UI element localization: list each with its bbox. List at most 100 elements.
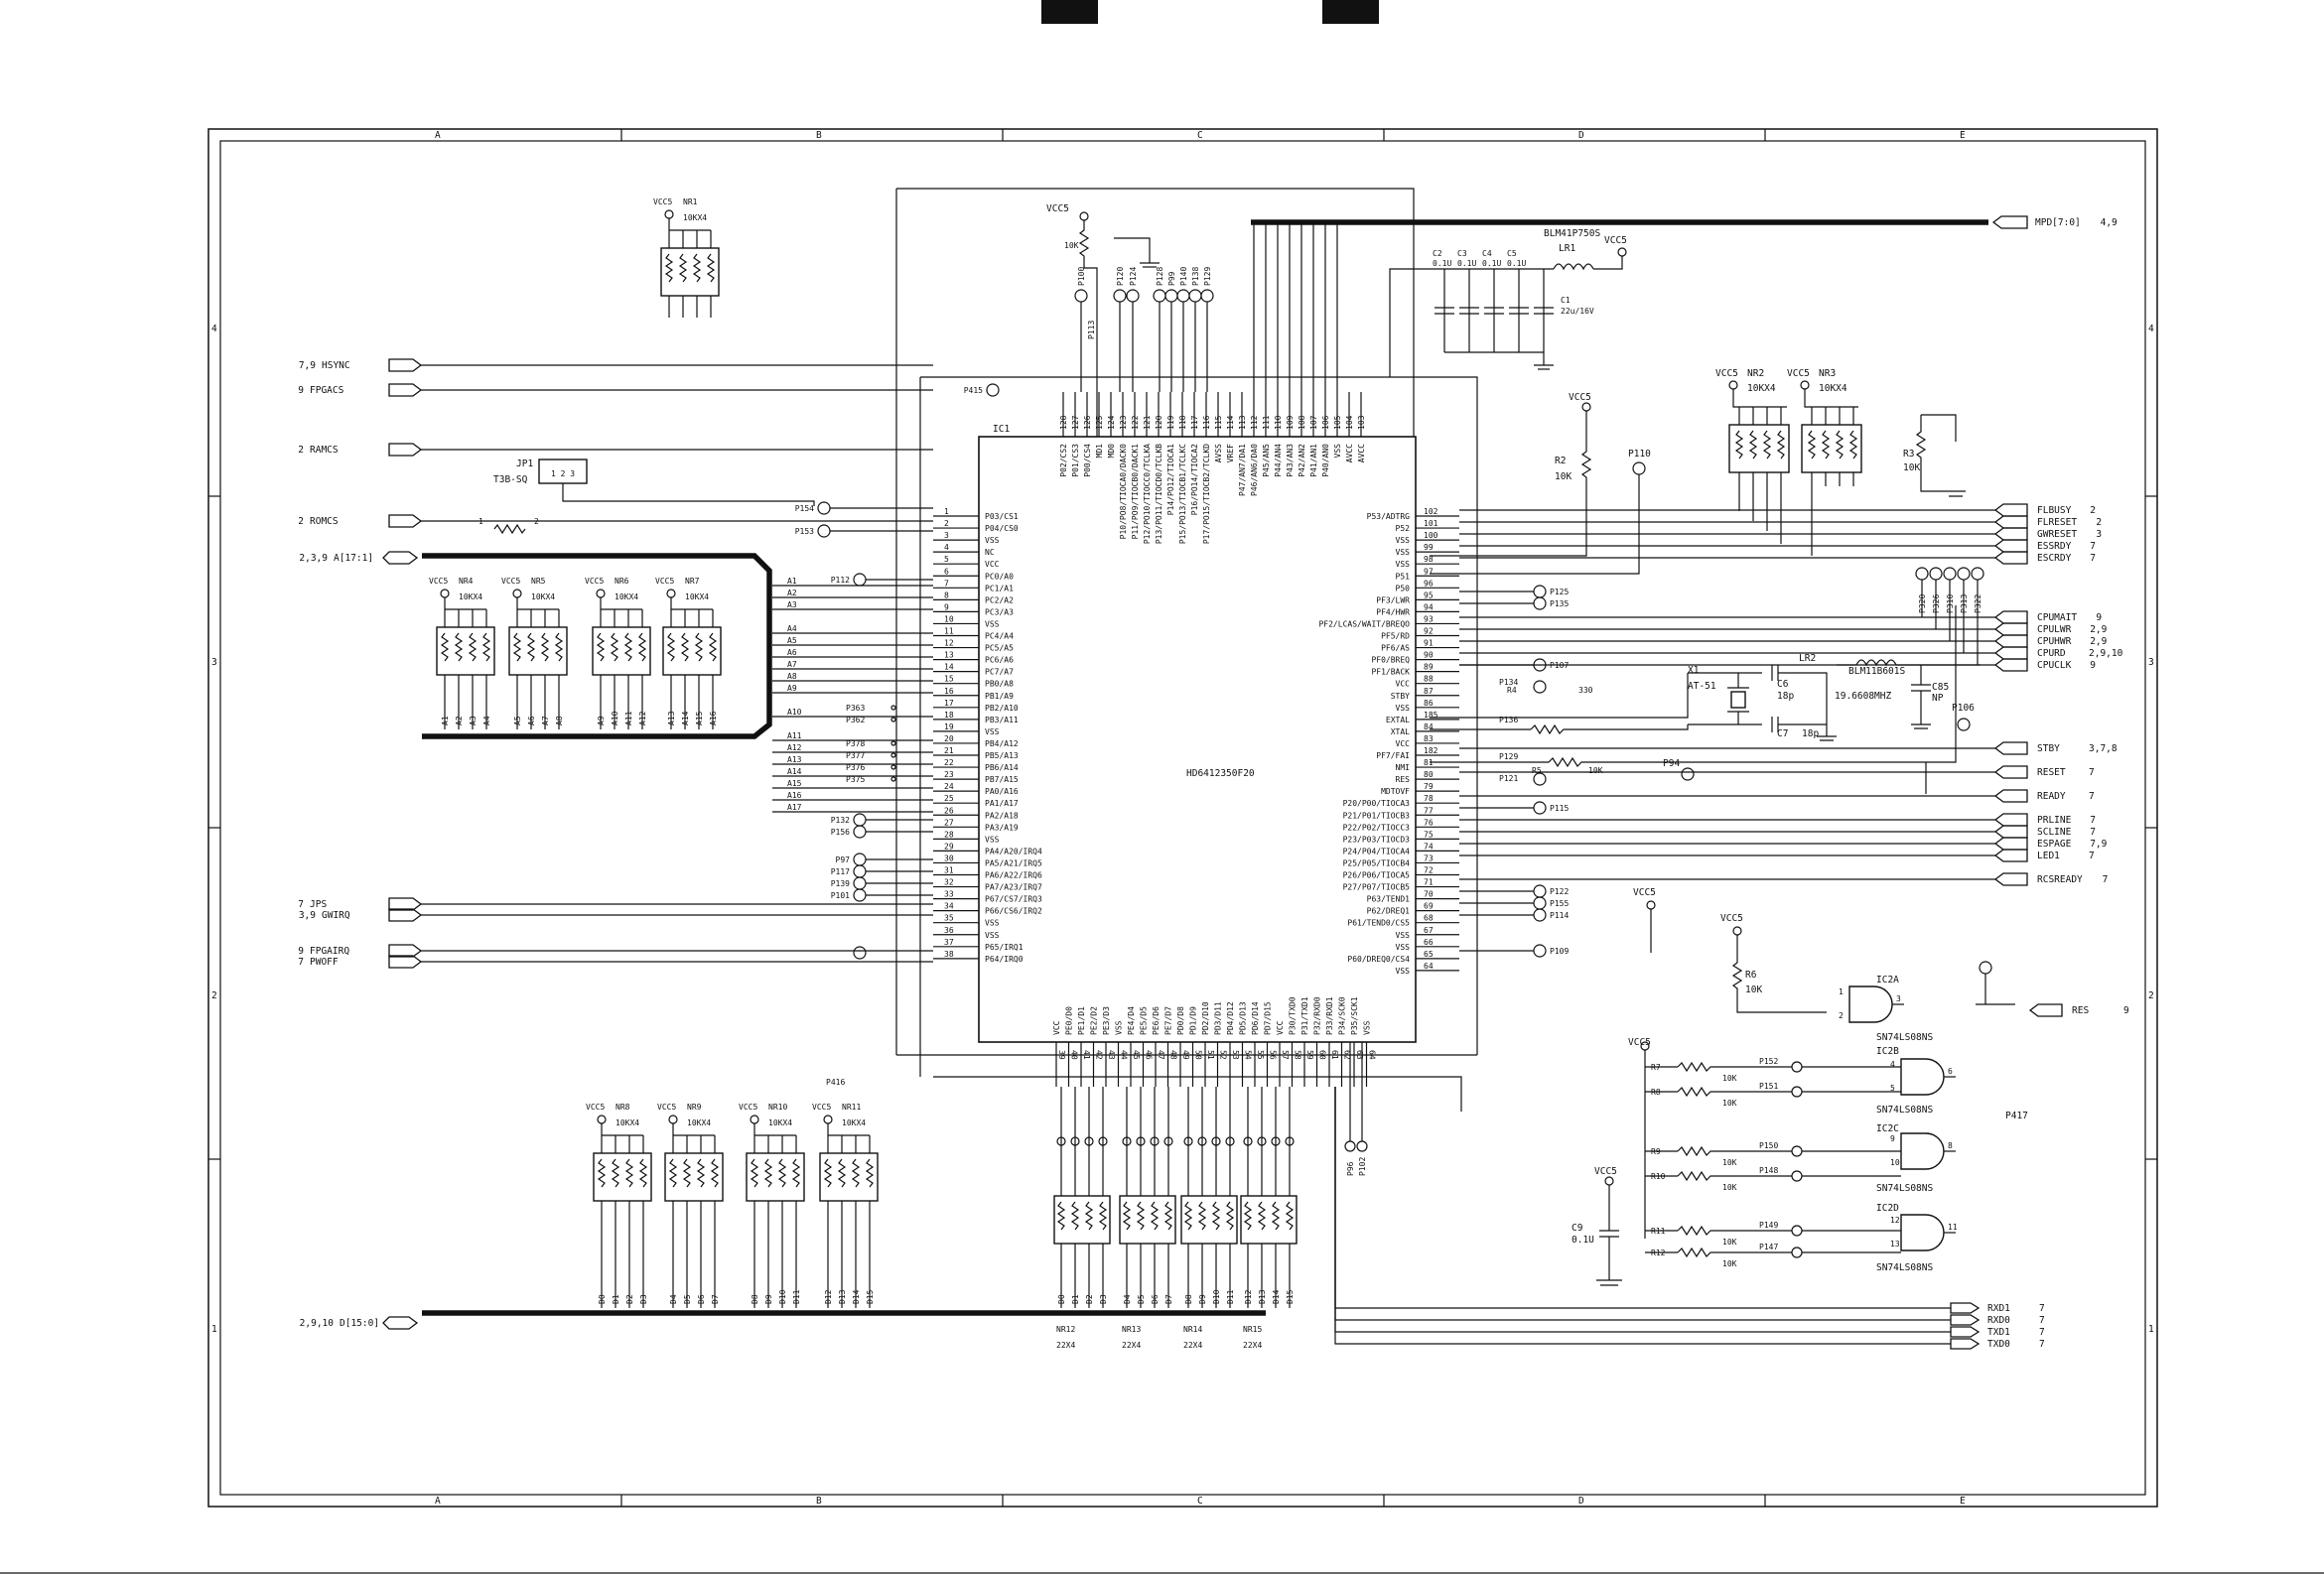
ic1-pin-80-number: 80 bbox=[1424, 770, 1434, 779]
c6-ref: C6 bbox=[1777, 679, 1789, 690]
port-txd1 bbox=[1950, 1326, 1981, 1338]
r10-value: 10K bbox=[1722, 1183, 1737, 1192]
ic1-pin-84-number: 84 bbox=[1424, 723, 1434, 731]
port-name-cpuclk: CPUCLK bbox=[2037, 660, 2072, 671]
ic1-pin-121-function: P12/PO10/TIOCC0/TCLKA bbox=[1143, 444, 1152, 544]
ic1-pin-70-number: 70 bbox=[1424, 890, 1434, 899]
nr15-testpoint-3 bbox=[1271, 1136, 1281, 1146]
tp-p378-label: P378 bbox=[846, 739, 865, 748]
nr11-vcc-label: VCC5 bbox=[812, 1103, 831, 1112]
ic1-pin-75-number: 75 bbox=[1424, 830, 1434, 839]
nr14-element-1 bbox=[1183, 1201, 1193, 1231]
ic1-pin-10-number: 10 bbox=[944, 614, 954, 623]
nr4-element-2 bbox=[454, 632, 464, 662]
nr5-element-4 bbox=[554, 632, 564, 662]
ic1-pin-18-function: PB3/A11 bbox=[985, 716, 1019, 724]
ic1-pin-5-number: 5 bbox=[944, 555, 949, 564]
ic1-pin-22-number: 22 bbox=[944, 758, 954, 767]
tp-p362-label: P362 bbox=[846, 716, 865, 724]
nr11-element-1 bbox=[823, 1158, 833, 1188]
nr4-vcc-node bbox=[440, 589, 450, 598]
ic1-pin-19-number: 19 bbox=[944, 723, 954, 731]
ic1-pin-185-function: EXTAL bbox=[1386, 716, 1410, 724]
nr6-element-3 bbox=[623, 632, 633, 662]
port-pages-cpulwr: 2,9 bbox=[2090, 624, 2107, 635]
ic1-pin-120-number: 120 bbox=[1155, 415, 1163, 430]
tp-p100-top bbox=[1074, 289, 1088, 303]
nr10-element-3 bbox=[777, 1158, 787, 1188]
ic1-pin-127-number: 127 bbox=[1071, 415, 1080, 430]
and-gate-4-in1-pin: 12 bbox=[1890, 1216, 1900, 1225]
tp-p115-label: P115 bbox=[1550, 804, 1569, 813]
col-label-b-bottom: B bbox=[816, 1496, 822, 1507]
ic1-part: HD6412350F20 bbox=[1186, 768, 1255, 779]
ic1-pin-15-number: 15 bbox=[944, 675, 954, 684]
nr5-vcc-node bbox=[512, 589, 522, 598]
c85-ref: C85 bbox=[1932, 682, 1949, 693]
ic1-pin-25-number: 25 bbox=[944, 794, 954, 803]
inner-frame bbox=[219, 140, 2146, 1496]
port-name-rxd1: RXD1 bbox=[1987, 1303, 2010, 1314]
and-gates: VCC5 VCC5 R6 10K P417 VCC5 VCC5 C9 0.1U … bbox=[1572, 887, 2028, 1286]
address-tap-label-a7: A7 bbox=[787, 660, 797, 669]
c5-value: 0.1U bbox=[1507, 259, 1526, 268]
port-pages-cpuclk: 9 bbox=[2090, 660, 2096, 671]
nr6-element-1 bbox=[596, 632, 606, 662]
r4-value: 330 bbox=[1578, 686, 1593, 695]
tp-p375 bbox=[890, 776, 896, 782]
nr10-vcc-label: VCC5 bbox=[739, 1103, 757, 1112]
nr7-net-a15: A15 bbox=[695, 711, 704, 725]
nr15-net-d14: D14 bbox=[1272, 1289, 1281, 1304]
port-fpgairq bbox=[388, 944, 423, 958]
ic1-pin-119-function: P14/PO12/TIOCA1 bbox=[1166, 444, 1175, 515]
c3-ref: C3 bbox=[1457, 249, 1467, 258]
nr14-testpoint-2 bbox=[1197, 1136, 1207, 1146]
r12-value: 10K bbox=[1722, 1259, 1737, 1268]
ic1-pin-47-function: PE6/D6 bbox=[1152, 1006, 1161, 1035]
frame-wiring bbox=[895, 188, 1478, 1112]
vcc5-r6: VCC5 bbox=[1720, 913, 1743, 924]
ic1-pin-11-function: PC4/A4 bbox=[985, 632, 1014, 641]
r10-symbol bbox=[1677, 1170, 1901, 1182]
col-label-c-top: C bbox=[1197, 130, 1203, 141]
ic1-pin-43-function: PE3/D3 bbox=[1102, 1006, 1111, 1035]
tp-p138-top bbox=[1188, 289, 1202, 303]
nr12-value: 22X4 bbox=[1056, 1341, 1075, 1350]
ic1-pin-116-number: 116 bbox=[1202, 415, 1211, 430]
ic1-pin-36-number: 36 bbox=[944, 926, 954, 935]
tp-p121-label: P121 bbox=[1499, 774, 1518, 783]
ic1-pin-26-number: 26 bbox=[944, 806, 954, 815]
c1-ref: C1 bbox=[1561, 296, 1571, 305]
r6-ref: R6 bbox=[1745, 970, 1757, 981]
port-cpumait bbox=[1993, 610, 2028, 624]
ic1-pin-6-number: 6 bbox=[944, 567, 949, 576]
tp-p112 bbox=[853, 573, 867, 587]
wire-txd0 bbox=[1334, 1087, 1951, 1345]
tp-p100-top-label: P100 bbox=[1077, 267, 1086, 286]
nr8-element-4 bbox=[638, 1158, 648, 1188]
port-name-cpumait: CPUMAIT bbox=[2037, 612, 2077, 623]
ic1-pins: 1P03/CS12P04/CS03VSS4NC5VCC6PC0/A07PC1/A… bbox=[933, 392, 1459, 1087]
ic1-pin-102-number: 102 bbox=[1424, 507, 1438, 516]
ic1-pin-2-function: P04/CS0 bbox=[985, 524, 1019, 533]
r5-value: 10K bbox=[1588, 766, 1603, 775]
ic1-pin-1-number: 1 bbox=[944, 507, 949, 516]
tp-p125-label: P125 bbox=[1550, 588, 1569, 596]
outer-frame bbox=[207, 128, 2158, 1508]
port-cpuclk bbox=[1993, 658, 2028, 672]
tp-p99-top bbox=[1164, 289, 1178, 303]
tp-p129t-top bbox=[1200, 289, 1214, 303]
vcc5-nr3: VCC5 bbox=[1787, 368, 1810, 379]
nr9-net-d7: D7 bbox=[711, 1294, 720, 1304]
ic2a-ref: IC2A bbox=[1876, 975, 1899, 986]
nr14-net-d8: D8 bbox=[1184, 1294, 1193, 1304]
ic1-pin-28-number: 28 bbox=[944, 830, 954, 839]
port-d-15-0 bbox=[382, 1316, 419, 1330]
ic2a-part: SN74LS08NS bbox=[1876, 1032, 1933, 1043]
tp-p147 bbox=[1791, 1247, 1803, 1258]
lr2-ref: LR2 bbox=[1799, 653, 1816, 664]
nr13-ref: NR13 bbox=[1122, 1325, 1141, 1334]
row-label-4-left: 4 bbox=[211, 324, 217, 334]
ic1-pin-45-function: PE4/D4 bbox=[1127, 1006, 1136, 1035]
